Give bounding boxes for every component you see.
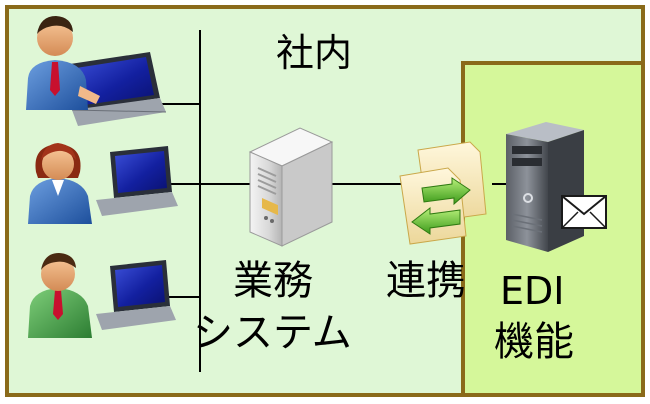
link-label: 連携 — [386, 258, 466, 304]
edi-label-line1: EDI — [500, 269, 565, 313]
business-system-label-line2: システム — [193, 310, 352, 356]
businessman-laptop-icon — [26, 16, 167, 126]
server-icon — [248, 127, 334, 247]
tower-server-mail-icon — [506, 122, 607, 252]
document-exchange-icon — [399, 141, 487, 245]
businessman-green-laptop-icon — [28, 253, 176, 338]
internal-area-label: 社内 — [276, 31, 353, 75]
network-lines — [152, 30, 548, 372]
edi-label-line2: 機能 — [494, 319, 574, 365]
business-system-label-line1: 業務 — [233, 258, 313, 304]
businesswoman-laptop-icon — [28, 143, 178, 224]
